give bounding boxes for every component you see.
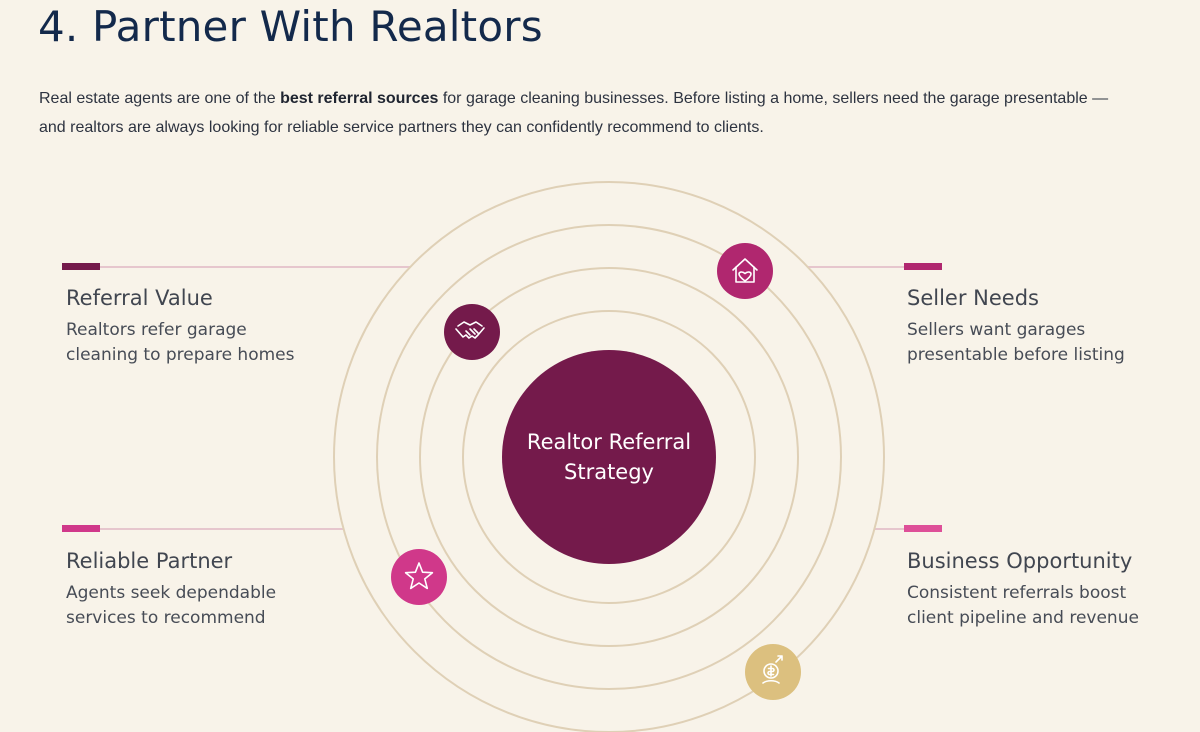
center-circle xyxy=(502,350,716,564)
item-title: Referral Value xyxy=(66,286,213,310)
item-referral-value: Referral Value Realtors refer garage cle… xyxy=(66,286,346,368)
concentric-rings xyxy=(333,181,885,732)
ring-3 xyxy=(376,224,842,690)
money-growth-icon xyxy=(745,644,801,700)
intro-text-bold: best referral sources xyxy=(280,90,439,107)
ring-2 xyxy=(419,267,799,647)
star-icon xyxy=(391,549,447,605)
intro-text-start: Real estate agents are one of the xyxy=(39,90,281,107)
accent-bar-reliable-partner xyxy=(62,525,100,532)
item-title: Business Opportunity xyxy=(907,549,1133,573)
handshake-icon xyxy=(444,304,500,360)
connector-lines xyxy=(62,263,942,532)
item-description: Sellers want garages presentable before … xyxy=(907,320,1125,365)
ring-outer xyxy=(333,181,885,732)
item-description: Consistent referrals boost client pipeli… xyxy=(907,583,1139,628)
accent-bar-seller-needs xyxy=(904,263,942,270)
item-reliable-partner: Reliable Partner Agents seek dependable … xyxy=(66,549,346,631)
item-business-opportunity: Business Opportunity Consistent referral… xyxy=(907,549,1187,631)
item-title: Seller Needs xyxy=(907,286,1039,310)
item-description: Realtors refer garage cleaning to prepar… xyxy=(66,320,295,365)
item-seller-needs: Seller Needs Sellers want garages presen… xyxy=(907,286,1187,368)
center-label: Realtor Referral Strategy xyxy=(526,430,692,484)
accent-bar-business-opportunity xyxy=(904,525,942,532)
ring-1 xyxy=(462,310,756,604)
item-title: Reliable Partner xyxy=(66,549,233,573)
page-title: 4. Partner With Realtors xyxy=(38,2,543,51)
item-description: Agents seek dependable services to recom… xyxy=(66,583,277,628)
intro-text-end: for garage cleaning businesses. Before l… xyxy=(39,90,1109,136)
intro-paragraph: Real estate agents are one of the best r… xyxy=(39,84,1139,142)
accent-bar-referral-value xyxy=(62,263,100,270)
house-heart-icon xyxy=(717,243,773,299)
